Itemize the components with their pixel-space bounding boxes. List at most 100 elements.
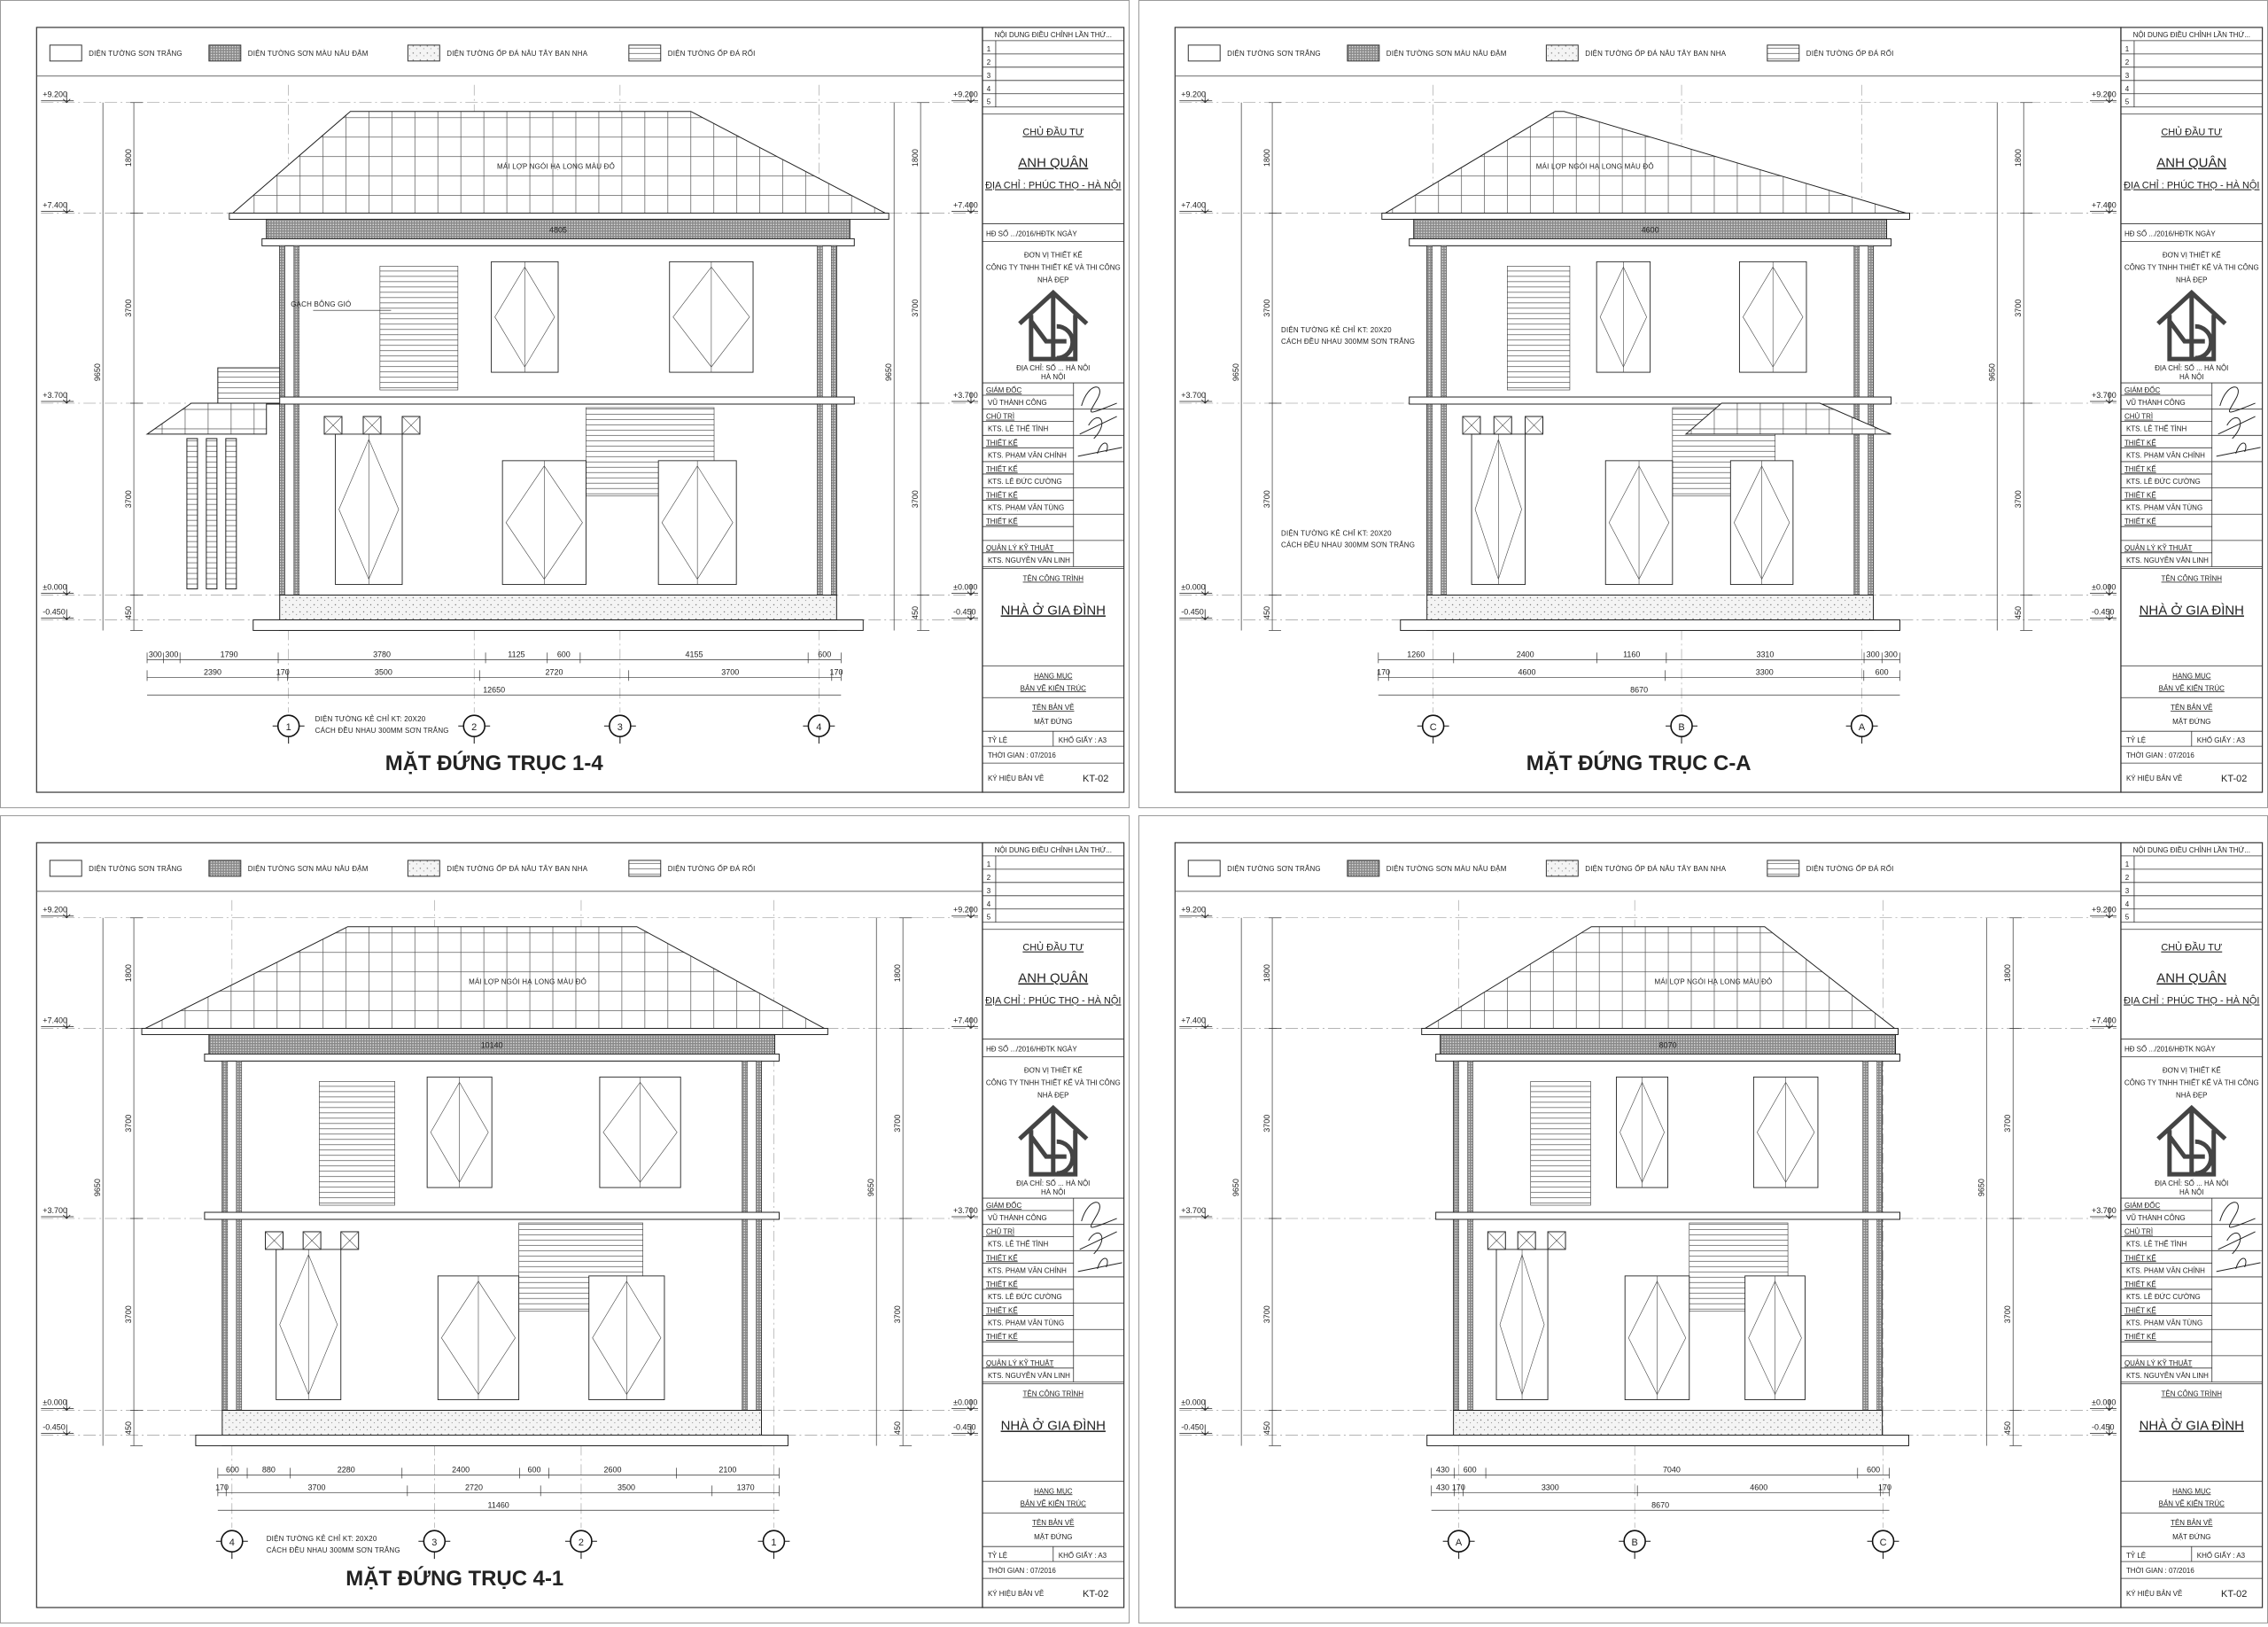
level-arrow-icon [2090,1208,2117,1219]
dim-value: 3300 [1756,667,1774,676]
dim-value: 1800 [911,149,920,167]
contract-number: HĐ SỐ .../2016/HĐTK NGÀY [2124,1044,2216,1053]
floor-slab [1435,1211,1901,1220]
designer-company: CÔNG TY TNHH THIẾT KẾ VÀ THI CÔNG [2124,1078,2259,1086]
level-label: ±0.000 [43,583,66,592]
level-markers: +9.200+9.200+7.400+7.400+3.700+3.700±0.0… [1179,90,2117,621]
drawing-title: MẶT ĐỨNG TRỤC C-A [1526,751,1751,775]
designer-company: CÔNG TY TNHH THIẾT KẾ VÀ THI CÔNG [986,262,1121,271]
category-value: BẢN VẼ KIẾN TRÚC [1021,683,1086,692]
axis-bubble: A [1442,1530,1475,1560]
date: THỜI GIAN : 07/2016 [988,751,1056,759]
wall-note: DIỆN TƯỜNG KẺ CHỈ KT: 20X20 [1281,326,1392,334]
staff-role: GIÁM ĐỐC [2124,1201,2161,1210]
dim-value: 1790 [221,650,238,658]
door [1624,1275,1690,1401]
level-arrow-icon [951,91,978,104]
vent-brick-block [401,416,421,435]
window [491,261,559,373]
staff-role: QUẢN LÝ KỸ THUẬT [2124,1359,2193,1367]
revision-row-number: 2 [2125,58,2130,66]
level-arrow-icon [41,393,74,404]
level-arrow-icon [951,393,978,404]
column [1441,245,1447,596]
dim-value: 1160 [1623,650,1640,658]
dim-value: 3700 [308,1483,326,1491]
staff-name: KTS. PHẠM VĂN TÙNG [988,504,1064,512]
dim-value: 1370 [737,1483,755,1491]
window [669,261,754,373]
staff-name: KTS. NGUYỄN VĂN LINH [2126,557,2209,564]
staff-role: THIẾT KẾ [986,1253,1018,1262]
staff-role: THIẾT KẾ [986,491,1018,500]
axis-bubble: 4 [215,1530,248,1560]
level-label: +9.200 [2092,90,2117,99]
level-label: ±0.000 [953,583,977,592]
staff-role: QUẢN LÝ KỸ THUẬT [986,544,1054,552]
revision-row-number: 4 [987,85,991,93]
staff-role: THIẾT KẾ [2124,1306,2156,1315]
dim-value: 10140 [481,1040,503,1049]
level-label: ±0.000 [953,1398,977,1407]
revision-row-number: 2 [2125,874,2130,882]
designer-company: CÔNG TY TNHH THIẾT KẾ VÀ THI CÔNG [2124,262,2259,271]
contract-number: HĐ SỐ .../2016/HĐTK NGÀY [2124,229,2216,237]
paper-size: KHỔ GIẤY : A3 [2197,1551,2246,1560]
dim-value: 2100 [718,1465,736,1474]
client-name: ANH QUÂN [2156,156,2226,171]
title-block-frame [982,842,1125,1608]
axis-label: 1 [286,722,291,733]
stripe-wall-panel [1507,266,1571,391]
wall-note: CÁCH ĐỀU NHAU 300MM SƠN TRẮNG [315,726,449,735]
staff-role: THIẾT KẾ [986,1280,1018,1288]
dim-value: 1800 [1262,149,1271,167]
column [756,1061,762,1411]
dim-value: 170 [1452,1483,1465,1491]
door [1604,460,1674,586]
dim-value: 450 [124,606,133,619]
level-label: -0.450 [2092,1422,2114,1431]
dim-value: 170 [276,667,290,676]
designer-label: ĐƠN VỊ THIẾT KẾ [2163,250,2221,259]
level-arrow-icon [41,1424,74,1436]
legend-label: DIỆN TƯỜNG SƠN TRẮNG [1227,50,1321,58]
level-arrow-icon [951,1399,978,1412]
dim-value: 3700 [124,1305,133,1323]
window [1616,1076,1669,1188]
staff-role: THIẾT KẾ [2124,464,2156,473]
level-label: -0.450 [43,1422,65,1431]
level-arrow-icon [951,907,978,919]
dim-value: 600 [1876,667,1889,676]
dim-value: 3700 [1262,300,1271,317]
legend-label: DIỆN TƯỜNG ỐP ĐÁ RỐI [1806,49,1894,58]
dim-value: 7040 [1663,1465,1681,1474]
dim-value: 880 [262,1465,276,1474]
legend-label: DIỆN TƯỜNG ỐP ĐÁ NÂU TÂY BAN NHA [447,864,587,873]
revision-row-number: 4 [2125,900,2130,908]
column [1426,245,1433,596]
column [221,1061,229,1411]
revision-header: NỘI DUNG ĐIỀU CHỈNH LẦN THỨ... [995,845,1112,854]
legend-label: DIỆN TƯỜNG ỐP ĐÁ NÂU TÂY BAN NHA [447,49,587,58]
dim-value: 3700 [1262,1305,1271,1323]
axis-bubble: C [1417,714,1449,744]
legend-label: DIỆN TƯỜNG ỐP ĐÁ RỐI [668,864,756,873]
level-arrow-icon [1179,202,1213,214]
staff-name: KTS. PHẠM VĂN CHÍNH [2126,1266,2205,1274]
revision-row-number: 1 [2125,45,2130,53]
level-label: ±0.000 [1181,583,1205,592]
signature-icon [2216,1257,2261,1273]
porch-column [225,438,237,590]
designer-address: ĐỊA CHỈ: SỐ ... HÀ NỘI [1016,1179,1090,1187]
door [437,1275,520,1401]
window [1738,261,1807,373]
staff-role: THIẾT KẾ [986,438,1018,447]
staff-role: THIẾT KẾ [2124,1332,2156,1341]
